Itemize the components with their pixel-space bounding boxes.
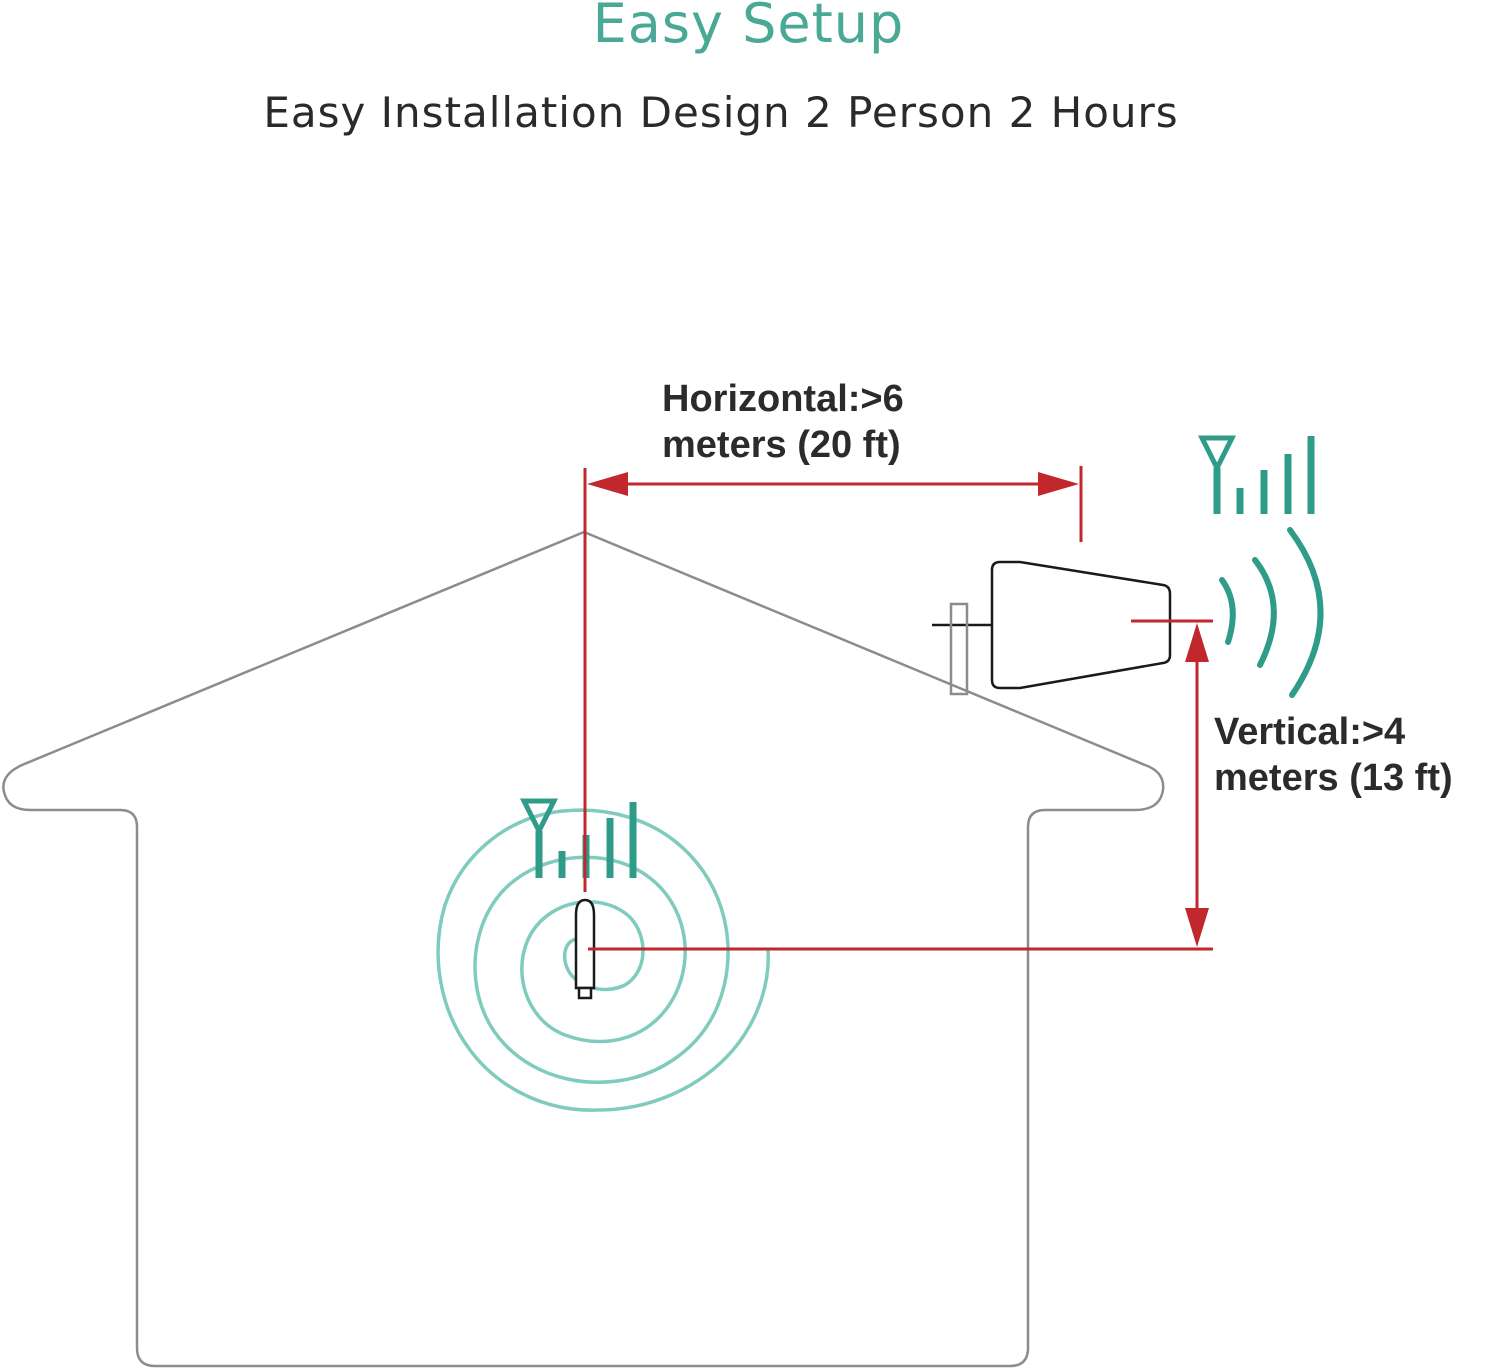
whip-antenna-icon <box>574 898 596 1000</box>
dimension-lines <box>583 466 1213 951</box>
house-outline <box>2 530 1165 1368</box>
mounting-pole <box>949 602 969 696</box>
page-title: Easy Setup <box>592 0 905 55</box>
indoor-signal-bars-icon <box>519 798 637 878</box>
vertical-label-line1: Vertical:>4 <box>1214 711 1406 753</box>
horizontal-arrowhead-right <box>1038 472 1079 496</box>
horizontal-distance-label: Horizontal:>6 meters (20 ft) <box>662 376 904 468</box>
vertical-label-line2: meters (13 ft) <box>1214 757 1453 799</box>
directional-antenna-icon <box>932 560 1172 690</box>
horizontal-label-line1: Horizontal:>6 <box>662 378 904 420</box>
vertical-distance-label: Vertical:>4 meters (13 ft) <box>1214 709 1453 801</box>
vertical-arrowhead-bottom <box>1185 908 1209 947</box>
horizontal-label-line2: meters (20 ft) <box>662 424 901 466</box>
page-subtitle: Easy Installation Design 2 Person 2 Hour… <box>263 88 1179 137</box>
horizontal-arrowhead-left <box>587 472 628 496</box>
vertical-arrowhead-top <box>1185 623 1209 662</box>
outdoor-signal-waves <box>1219 527 1324 698</box>
outdoor-signal-bars-icon <box>1197 435 1315 514</box>
indoor-coverage-rings <box>436 808 770 1112</box>
